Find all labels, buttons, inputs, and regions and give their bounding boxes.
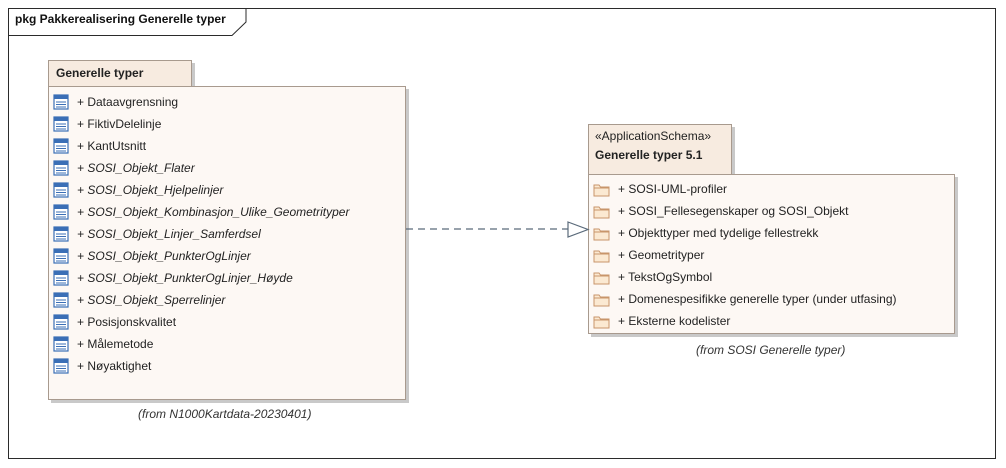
package-item-label: + Geometrityper (618, 248, 705, 262)
left-from-note: (from N1000Kartdata-20230401) (138, 407, 312, 421)
folder-icon (593, 226, 610, 241)
class-icon (53, 116, 69, 132)
package-item[interactable]: + KantUtsnitt (53, 135, 146, 157)
package-name: Generelle typer 5.1 (595, 148, 703, 162)
package-item-label: + SOSI_Objekt_PunkterOgLinjer (77, 249, 251, 263)
package-item[interactable]: + Nøyaktighet (53, 355, 151, 377)
package-name: Generelle typer (56, 66, 144, 80)
package-item[interactable]: + Objekttyper med tydelige fellestrekk (593, 222, 818, 244)
package-item[interactable]: + Målemetode (53, 333, 153, 355)
diagram-frame (8, 8, 996, 459)
folder-icon (593, 182, 610, 197)
right-from-note: (from SOSI Generelle typer) (696, 343, 846, 357)
package-stereotype: «ApplicationSchema» (595, 129, 712, 143)
package-item[interactable]: + SOSI_Objekt_Sperrelinjer (53, 289, 225, 311)
class-icon (53, 336, 69, 352)
package-item[interactable]: + Posisjonskvalitet (53, 311, 176, 333)
package-item-label: + SOSI_Objekt_PunkterOgLinjer_Høyde (77, 271, 293, 285)
package-generelle-typer-5-1[interactable]: «ApplicationSchema» Generelle typer 5.1 … (588, 124, 958, 336)
package-body: + Dataavgrensning + FiktivDelelinje + Kant… (48, 86, 406, 400)
folder-icon (593, 204, 610, 219)
package-item[interactable]: + SOSI-UML-profiler (593, 178, 727, 200)
class-icon (53, 182, 69, 198)
folder-icon (593, 248, 610, 263)
package-item-label: + Dataavgrensning (77, 95, 179, 109)
package-tab (588, 124, 732, 176)
class-icon (53, 358, 69, 374)
package-item[interactable]: + SOSI_Objekt_PunkterOgLinjer_Høyde (53, 267, 293, 289)
package-item-label: + Målemetode (77, 337, 154, 351)
package-item-label: + Domenespesifikke generelle typer (unde… (618, 292, 897, 306)
package-item[interactable]: + SOSI_Objekt_Flater (53, 157, 195, 179)
package-tab (48, 60, 192, 87)
package-item[interactable]: + SOSI_Objekt_Kombinasjon_Ulike_Geometri… (53, 201, 349, 223)
package-item[interactable]: + SOSI_Objekt_Linjer_Samferdsel (53, 223, 261, 245)
package-item[interactable]: + Geometrityper (593, 244, 704, 266)
package-item[interactable]: + SOSI_Objekt_Hjelpelinjer (53, 179, 223, 201)
package-item[interactable]: + Eksterne kodelister (593, 310, 730, 332)
package-generelle-typer[interactable]: Generelle typer + Dataavgrensning + Fikti… (48, 60, 408, 402)
package-item-label: + FiktivDelelinje (77, 117, 162, 131)
package-item-label: + SOSI_Objekt_Linjer_Samferdsel (77, 227, 261, 241)
folder-icon (593, 292, 610, 307)
package-item-label: + SOSI_Fellesegenskaper og SOSI_Objekt (618, 204, 849, 218)
package-item-label: + SOSI_Objekt_Sperrelinjer (77, 293, 226, 307)
class-icon (53, 160, 69, 176)
hollow-triangle-arrowhead (567, 221, 590, 238)
package-item-label: + TekstOgSymbol (618, 270, 713, 284)
folder-icon (593, 314, 610, 329)
class-icon (53, 292, 69, 308)
folder-icon (593, 270, 610, 285)
class-icon (53, 248, 69, 264)
package-item-label: + SOSI_Objekt_Hjelpelinjer (77, 183, 224, 197)
package-item-label: + SOSI_Objekt_Flater (77, 161, 195, 175)
package-item[interactable]: + Domenespesifikke generelle typer (unde… (593, 288, 896, 310)
package-item-label: + KantUtsnitt (77, 139, 147, 153)
class-icon (53, 314, 69, 330)
package-item-label: + Posisjonskvalitet (77, 315, 177, 329)
package-item-label: + Eksterne kodelister (618, 314, 731, 328)
package-item[interactable]: + FiktivDelelinje (53, 113, 161, 135)
package-item-label: + Nøyaktighet (77, 359, 152, 373)
class-icon (53, 138, 69, 154)
class-icon (53, 94, 69, 110)
package-body: + SOSI-UML-profiler + SOSI_Fellesegenskap… (588, 174, 955, 334)
package-item[interactable]: + SOSI_Objekt_PunkterOgLinjer (53, 245, 251, 267)
package-item-label: + SOSI-UML-profiler (618, 182, 728, 196)
class-icon (53, 204, 69, 220)
package-item[interactable]: + TekstOgSymbol (593, 266, 712, 288)
package-item[interactable]: + SOSI_Fellesegenskaper og SOSI_Objekt (593, 200, 848, 222)
class-icon (53, 270, 69, 286)
frame-title: pkg Pakkerealisering Generelle typer (15, 12, 226, 26)
frame-title-tab (8, 8, 247, 36)
class-icon (53, 226, 69, 242)
package-item-label: + Objekttyper med tydelige fellestrekk (618, 226, 819, 240)
package-item-label: + SOSI_Objekt_Kombinasjon_Ulike_Geometri… (77, 205, 350, 219)
package-item[interactable]: + Dataavgrensning (53, 91, 178, 113)
